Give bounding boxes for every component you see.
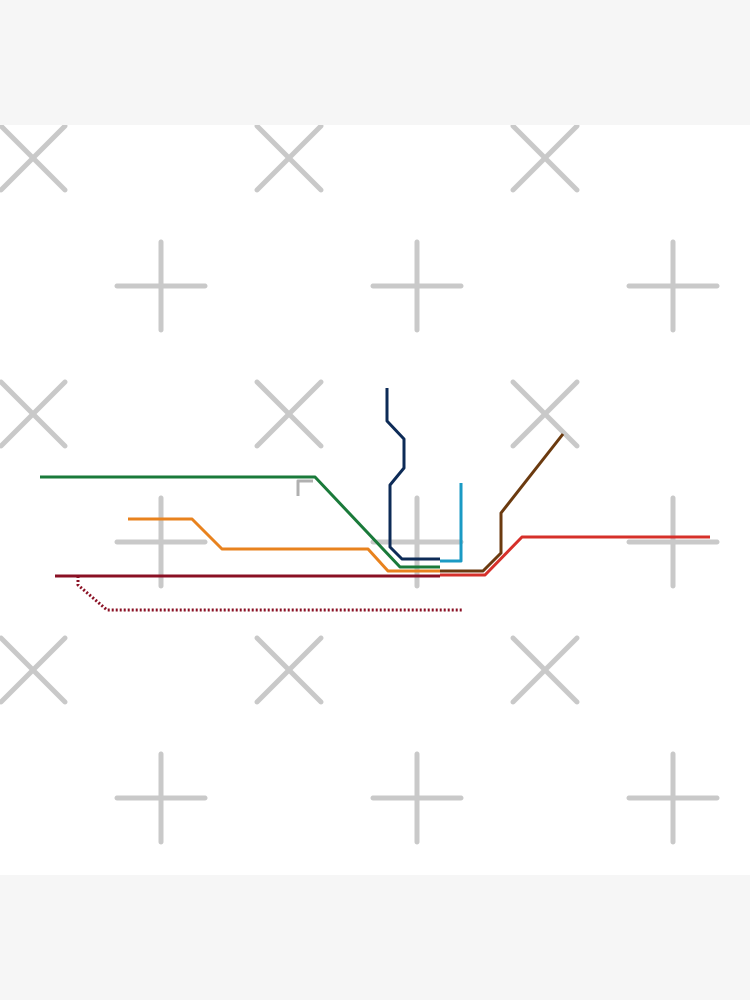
x-mark bbox=[510, 125, 580, 193]
watermark-layer bbox=[0, 125, 720, 845]
plus-mark bbox=[114, 239, 208, 333]
transit-map bbox=[0, 125, 720, 845]
x-mark bbox=[254, 635, 324, 705]
transit-lines bbox=[40, 388, 710, 612]
plus-mark bbox=[370, 751, 464, 845]
x-mark bbox=[510, 379, 580, 449]
x-mark bbox=[0, 379, 68, 449]
transit-line-red bbox=[440, 535, 710, 577]
top-margin-band bbox=[0, 0, 750, 125]
map-canvas bbox=[0, 125, 750, 875]
x-mark bbox=[510, 635, 580, 705]
plus-mark bbox=[626, 495, 720, 589]
plus-mark bbox=[114, 751, 208, 845]
transit-line-cyan bbox=[440, 483, 463, 563]
transit-line-brown bbox=[440, 433, 565, 573]
transit-line-navy bbox=[385, 388, 440, 561]
x-mark bbox=[254, 379, 324, 449]
x-mark bbox=[0, 635, 68, 705]
plus-mark bbox=[626, 239, 720, 333]
plus-mark bbox=[114, 495, 208, 589]
transit-line-orange bbox=[128, 517, 440, 573]
bottom-margin-band bbox=[0, 875, 750, 1000]
transit-line-dark-red-dotted bbox=[76, 576, 462, 612]
x-mark bbox=[254, 125, 324, 193]
transit-line-grey bbox=[296, 479, 313, 496]
transit-line-green bbox=[40, 475, 440, 569]
plus-mark bbox=[370, 495, 464, 589]
plus-mark bbox=[626, 751, 720, 845]
x-mark bbox=[0, 125, 68, 193]
plus-mark bbox=[370, 239, 464, 333]
